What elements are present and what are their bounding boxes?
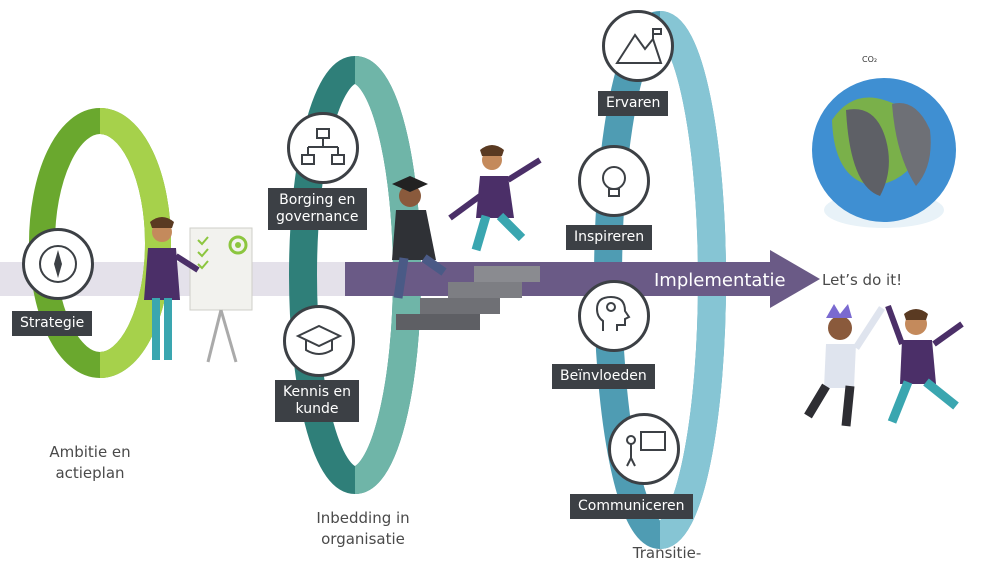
strategie-caption-line1: Ambitie en (49, 443, 131, 461)
mountain-climb-icon (602, 10, 674, 82)
person-presenter (144, 217, 200, 360)
strategie-label: Strategie (12, 311, 93, 336)
transitie-caption: Transitie- (632, 544, 702, 562)
strategie-caption-line2: actieplan (55, 464, 125, 482)
graduate-person (392, 176, 447, 299)
lightbulb-icon (578, 145, 650, 217)
transitie-item-beinvloeden: Beïnvloeden (552, 364, 655, 389)
flipchart-illustration (189, 227, 253, 363)
strategie-caption: Ambitie en actieplan (30, 442, 150, 484)
helping-person (448, 145, 542, 252)
kennis-label-line1: Kennis en (283, 384, 351, 400)
transitie-item-ervaren: Ervaren (598, 91, 669, 116)
head-influence-icon (578, 280, 650, 352)
inbedding-caption-line2: organisatie (321, 530, 405, 548)
compass-icon (22, 228, 94, 300)
inbedding-caption-line1: Inbedding in (316, 509, 410, 527)
globe-illustration: CO₂ (812, 55, 956, 228)
goal-label: Let’s do it! (822, 271, 902, 289)
org-chart-icon (287, 112, 359, 184)
borging-label-line1: Borging en (279, 192, 356, 208)
borging-label-line2: governance (276, 209, 359, 225)
borging-label: Borging en governance (268, 188, 367, 230)
jumping-person-right (885, 304, 964, 424)
transitie-item-inspireren: Inspireren (566, 225, 653, 250)
implementatie-label: Implementatie (654, 270, 786, 291)
kennis-label-line2: kunde (295, 401, 339, 417)
globe-co2-text: CO₂ (862, 55, 877, 64)
kennis-label: Kennis en kunde (275, 380, 359, 422)
stairs-illustration (396, 266, 540, 330)
graduation-cap-icon (283, 305, 355, 377)
jumping-person-left (804, 304, 885, 427)
presentation-icon (608, 413, 680, 485)
implementation-arrow (345, 250, 820, 308)
inbedding-caption: Inbedding in organisatie (293, 508, 433, 550)
transitie-item-communiceren: Communiceren (570, 494, 693, 519)
